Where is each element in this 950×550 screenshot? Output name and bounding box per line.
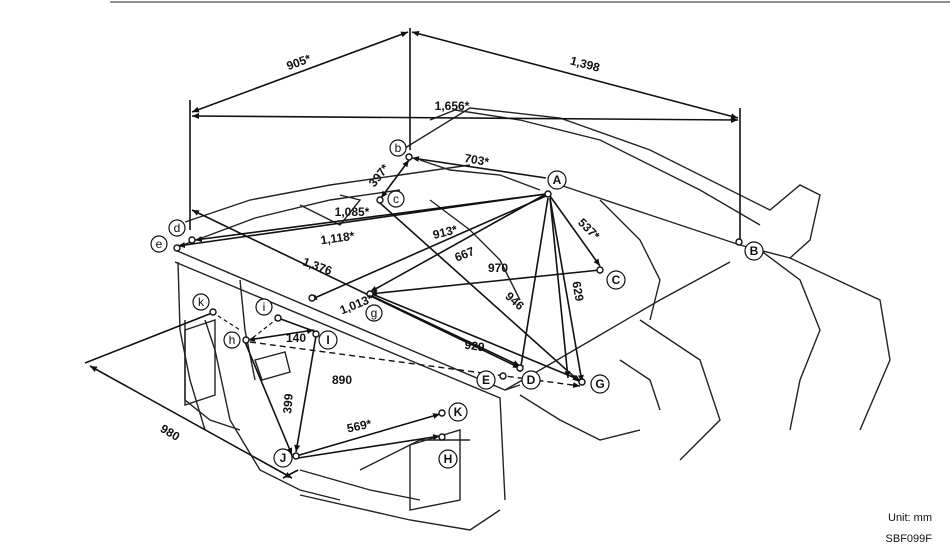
label-H: H: [444, 452, 453, 466]
label-D: D: [527, 373, 536, 387]
label-k: k: [198, 295, 205, 309]
label-b: b: [395, 141, 402, 155]
dim-890: 890: [332, 373, 352, 387]
label-J: J: [280, 451, 287, 465]
dim-537: 537*: [575, 215, 603, 243]
dim-929: 929: [464, 338, 486, 355]
label-e: e: [156, 237, 163, 251]
measurement-points: [173, 153, 743, 460]
label-c: c: [393, 192, 399, 206]
dim-1085: 1,085*: [335, 205, 370, 219]
dim-905: 905*: [285, 51, 313, 73]
point-k-upper-dot: [438, 409, 446, 417]
label-C: C: [612, 273, 621, 287]
point-b-lower-dot: [405, 153, 413, 161]
dim-970: 970: [488, 261, 508, 275]
label-I: I: [326, 333, 329, 347]
point-h-lower-dot: [242, 336, 250, 344]
dim-569: 569*: [346, 417, 373, 436]
point-k-lower-dot: [209, 308, 217, 316]
dim-913: 913*: [431, 222, 459, 242]
dashed-i-h: [249, 317, 279, 341]
point-c-lower-dot: [376, 196, 384, 204]
dim-1398: 1,398: [569, 53, 602, 74]
dim-946: 946: [503, 289, 527, 313]
point-g-lower-dot: [366, 290, 374, 298]
dim-703: 703*: [463, 151, 490, 169]
point-a-dot: [544, 190, 552, 198]
point-label-circles: [150, 139, 764, 469]
point-i-lower-dot: [274, 314, 282, 322]
label-i: i: [263, 300, 266, 314]
label-A: A: [553, 173, 562, 187]
point-e-upper-dot: [499, 372, 507, 380]
dimension-lines: [84, 28, 741, 479]
point-e-extra-dot: [308, 294, 316, 302]
dim-397: 397*: [366, 161, 392, 189]
unit-note: Unit: mm: [888, 512, 932, 524]
dim-667: 667: [453, 244, 477, 265]
point-b-upper-dot: [735, 238, 743, 246]
point-d-upper-dot: [516, 364, 524, 372]
dim-140: 140: [286, 331, 306, 345]
point-h-upper-dot: [438, 433, 446, 441]
point-g-upper-dot: [578, 378, 586, 386]
point-c-upper-dot: [596, 266, 604, 274]
label-E: E: [482, 373, 490, 387]
point-e-lower-dot: [173, 244, 181, 252]
point-i-upper-dot: [312, 330, 320, 338]
dim-1376: 1,376: [301, 255, 334, 279]
figure-code: SBF099F: [885, 533, 932, 545]
label-g: g: [371, 306, 378, 320]
dim-629: 629: [569, 280, 586, 302]
label-B: B: [750, 244, 759, 258]
dim-1118: 1,118*: [320, 229, 356, 248]
dim-980: 980: [158, 421, 183, 443]
label-K: K: [454, 405, 463, 419]
label-G: G: [595, 377, 604, 391]
dim-890-line: [249, 341, 581, 389]
dashed-k: [211, 311, 241, 331]
point-d-lower-dot: [188, 236, 196, 244]
label-d: d: [174, 221, 181, 235]
point-j-dot: [292, 452, 300, 460]
label-h: h: [229, 333, 236, 347]
dim-399: 399: [280, 393, 296, 414]
dim-1656: 1,656*: [435, 99, 470, 113]
